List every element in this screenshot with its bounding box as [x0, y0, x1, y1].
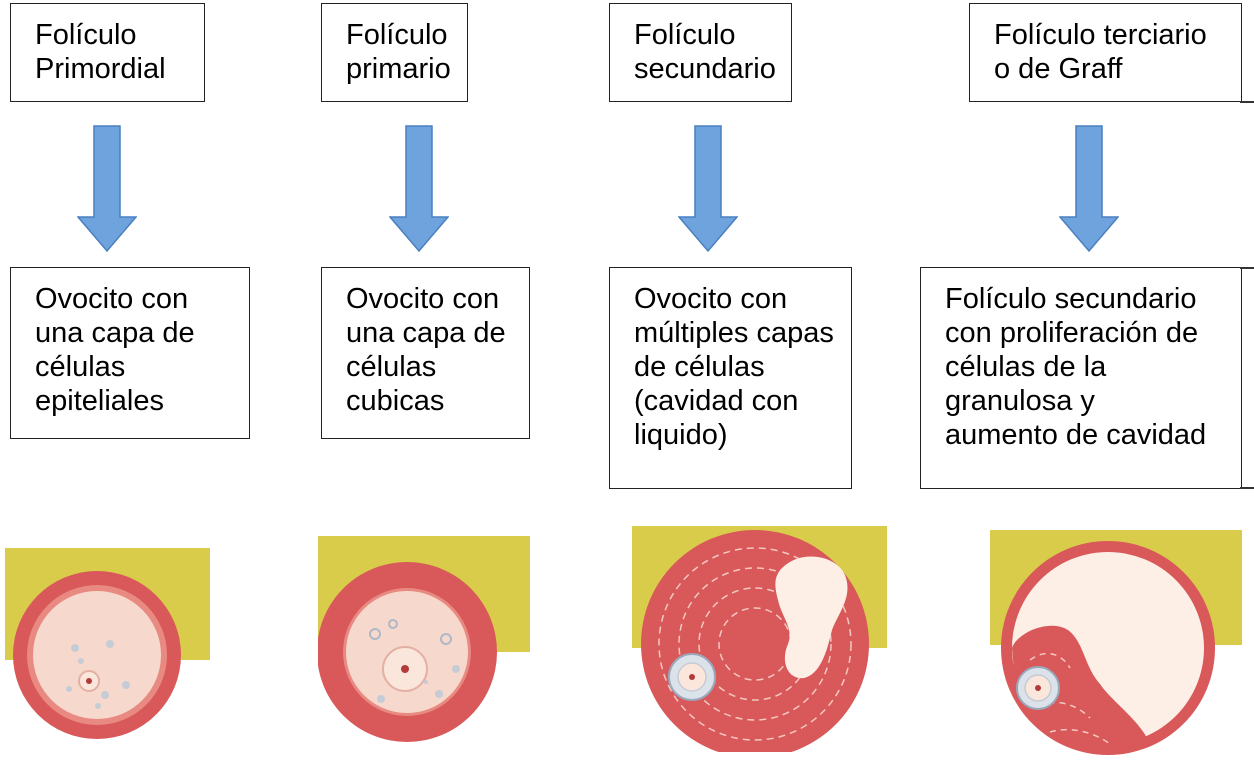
frame-edge — [1240, 267, 1254, 269]
description-box-secondary: Ovocito con múltiples capas de células (… — [609, 267, 852, 489]
title-line: Folículo terciario — [994, 19, 1207, 51]
down-arrow-icon — [1059, 125, 1119, 253]
title-box-secondary: Folículo secundario — [609, 3, 792, 102]
description-line: liquido) — [634, 419, 728, 451]
down-arrow-icon — [678, 125, 738, 253]
primary-follicle-illustration — [318, 536, 530, 742]
secondary-follicle-illustration — [632, 526, 887, 752]
graafian-follicle-illustration — [990, 530, 1242, 755]
description-line: con proliferación de — [945, 317, 1199, 349]
title-line: Primordial — [35, 53, 166, 85]
title-line: primario — [346, 53, 451, 85]
description-line: células — [35, 351, 126, 383]
description-box-primary: Ovocito con una capa de células cubicas — [321, 267, 530, 439]
description-line: granulosa y — [945, 385, 1095, 417]
down-arrow-icon — [77, 125, 137, 253]
title-line: o de Graff — [994, 53, 1123, 85]
frame-edge — [1240, 487, 1254, 489]
description-line: (cavidad con — [634, 385, 799, 417]
description-line: células de la — [945, 351, 1107, 383]
title-box-primary: Folículo primario — [321, 3, 468, 102]
description-box-primordial: Ovocito con una capa de células epitelia… — [10, 267, 250, 439]
title-line: Folículo — [634, 19, 736, 51]
description-line: Folículo secundario — [945, 283, 1197, 315]
description-line: células — [346, 351, 437, 383]
description-line: Ovocito con — [346, 283, 500, 315]
description-line: una capa de — [346, 317, 506, 349]
frame-edge — [1240, 101, 1254, 103]
description-line: de células — [634, 351, 765, 383]
description-box-tertiary: Folículo secundario con proliferación de… — [920, 267, 1242, 489]
title-line: secundario — [634, 53, 776, 85]
down-arrow-icon — [389, 125, 449, 253]
title-box-primordial: Folículo Primordial — [10, 3, 205, 102]
description-line: Ovocito con — [35, 283, 189, 315]
description-line: cubicas — [346, 385, 445, 417]
title-line: Folículo — [35, 19, 137, 51]
description-line: una capa de — [35, 317, 195, 349]
title-box-tertiary: Folículo terciario o de Graff — [969, 3, 1242, 102]
description-line: múltiples capas — [634, 317, 834, 349]
description-line: epiteliales — [35, 385, 164, 417]
primordial-follicle-illustration — [5, 548, 210, 739]
description-line: Ovocito con — [634, 283, 788, 315]
title-line: Folículo — [346, 19, 448, 51]
description-line: aumento de cavidad — [945, 419, 1207, 451]
